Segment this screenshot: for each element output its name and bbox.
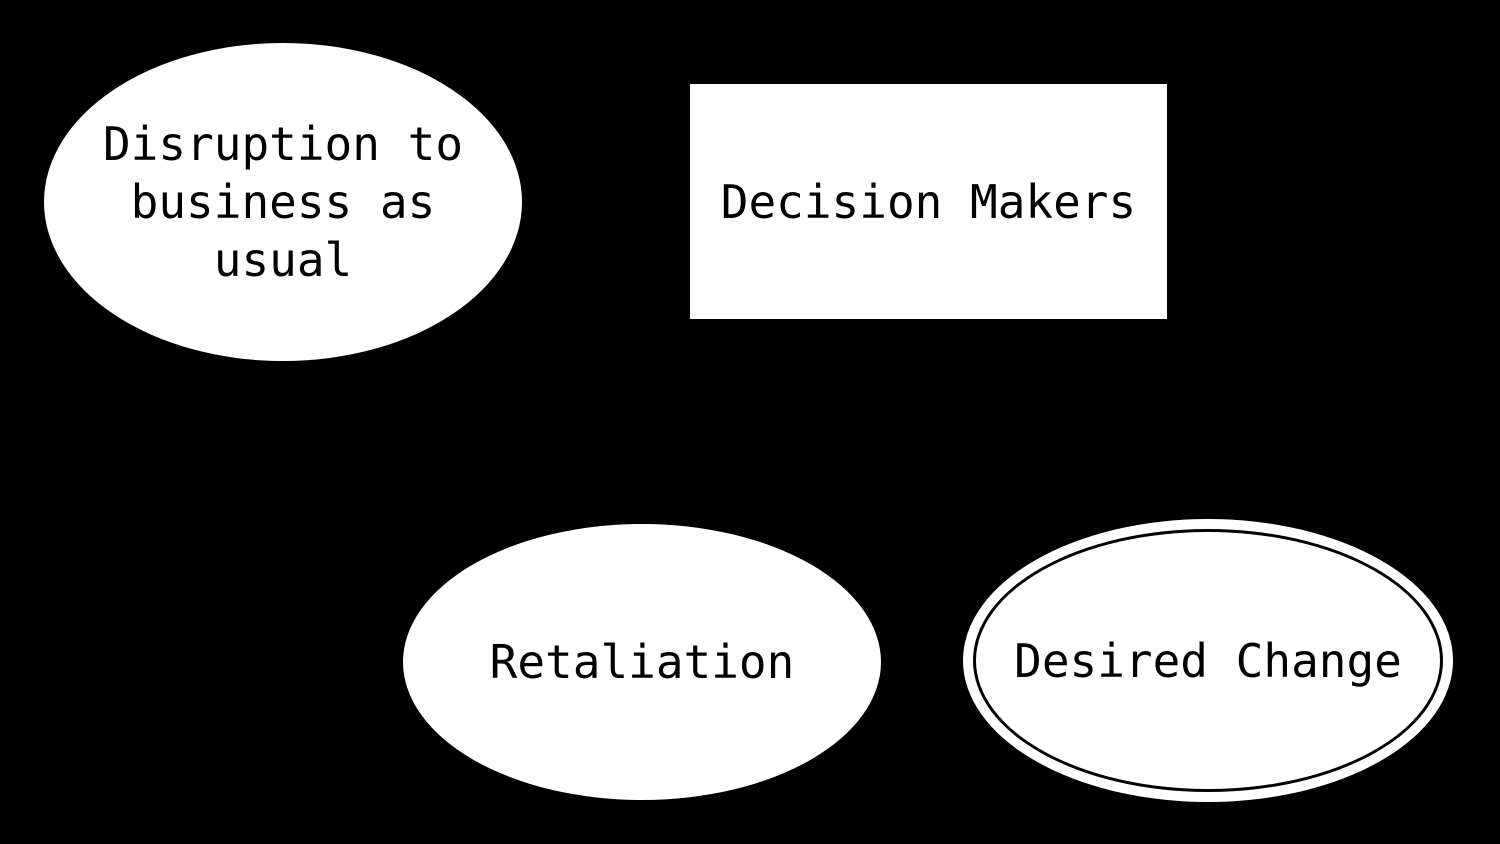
node-decision-makers: Decision Makers <box>690 84 1167 319</box>
node-retaliation: Retaliation <box>403 524 881 800</box>
node-decision-makers-label: Decision Makers <box>720 174 1137 229</box>
node-disruption-label: Disruption to business as usual <box>102 117 464 287</box>
node-desired-change-label: Desired Change <box>1014 633 1402 688</box>
node-desired-change: Desired Change <box>963 519 1453 802</box>
node-retaliation-label: Retaliation <box>489 635 795 689</box>
node-disruption-to-business-as-usual: Disruption to business as usual <box>44 43 522 361</box>
